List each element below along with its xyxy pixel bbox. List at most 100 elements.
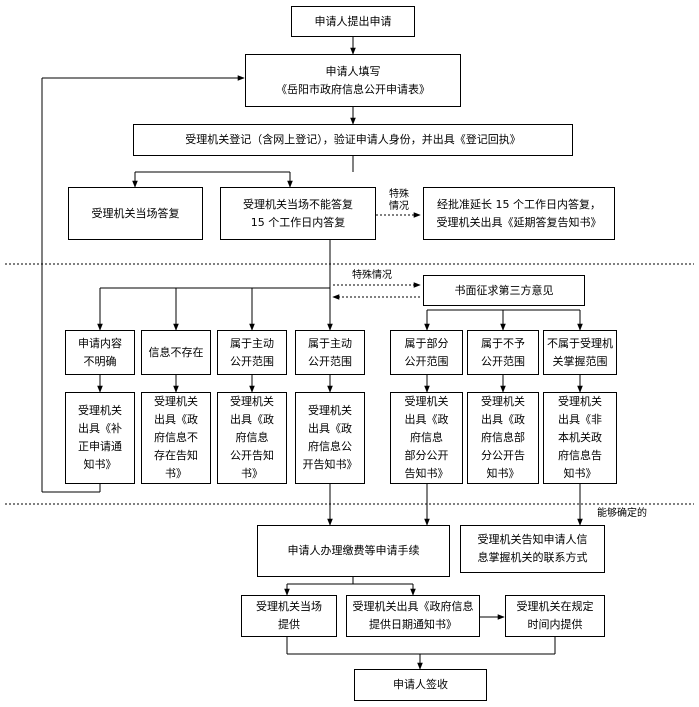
box-line: 部分公开 (404, 449, 449, 462)
box-line: 府信息不 (154, 431, 198, 444)
box-line: 不属于受理机 (547, 336, 613, 350)
box-line: 府信息 (410, 431, 443, 444)
box-line: 出具《政 (230, 413, 274, 426)
box-text: 申请人填写《岳阳市政府信息公开申请表》 (276, 63, 430, 99)
box-line: 申请人办理缴费等申请手续 (287, 544, 420, 557)
box-line: 提供 (278, 618, 300, 631)
box-line: 15 个工作日内答复 (250, 215, 346, 229)
date-notice-box: 受理机关出具《政府信息提供日期通知书》 (346, 595, 480, 637)
box-line: 出具《补 (78, 422, 122, 435)
box-line: 申请人签收 (393, 678, 448, 691)
box-line: 时间内提供 (527, 618, 583, 631)
not-disclosed-notice-box: 受理机关出具《政府信息部分公开告知书》 (467, 392, 539, 484)
box-text: 受理机关出具《政府信息部分公开告知书》 (481, 393, 525, 483)
box-line: 告知书》 (404, 467, 449, 480)
box-line: 书》 (165, 467, 187, 480)
box-line: 信息不存在 (148, 345, 204, 359)
unclear-content-head: 申请内容不明确 (65, 330, 135, 375)
box-text: 书面征求第三方意见 (455, 282, 554, 300)
box-line: 不明确 (83, 354, 117, 368)
box-text: 受理机关当场答复 (92, 205, 180, 223)
not-disclosed-head: 属于不予公开范围 (467, 330, 539, 375)
box-text: 属于主动公开范围 (230, 335, 274, 371)
box-text: 经批准延长 15 个工作日内答复，受理机关出具《延期答复告知书》 (437, 196, 602, 232)
box-line: 正申请通 (78, 440, 122, 453)
box-line: 分公开告 (481, 449, 525, 462)
box-text: 受理机关出具《政府信息不存在告知书》 (154, 393, 198, 483)
box-text: 申请人签收 (393, 676, 448, 694)
box-line: 申请人提出申请 (314, 14, 392, 28)
box-line: 受理机关出具《政府信息 (352, 600, 474, 613)
box-line: 受理机关 (154, 395, 198, 408)
box-text: 受理机关当场提供 (256, 598, 322, 634)
reply-onsite-box: 受理机关当场答复 (68, 187, 203, 240)
box-line: 受理机关在规定 (516, 600, 594, 613)
box-line: 受理机关 (481, 395, 525, 408)
box-text: 受理机关出具《政府信息部分公开告知书》 (405, 393, 449, 483)
box-line: 关掌握范围 (552, 354, 608, 368)
box-line: 息掌握机关的联系方式 (477, 551, 588, 564)
box-line: 府信息部 (481, 431, 525, 444)
box-text: 申请内容不明确 (78, 335, 122, 371)
fill-form-box: 申请人填写《岳阳市政府信息公开申请表》 (245, 54, 461, 107)
box-line: 属于部分 (404, 336, 449, 350)
box-line: 公开范围 (308, 354, 352, 368)
box-line: 知书》 (563, 467, 597, 480)
box-line: 出具《政 (308, 422, 352, 435)
box-line: 出具《政 (481, 413, 525, 426)
can-determine-label: 能够确定的 (597, 508, 647, 519)
box-line: 公开范围 (230, 354, 274, 368)
box-text: 申请人办理缴费等申请手续 (288, 542, 420, 560)
not-exist-head: 信息不存在 (141, 330, 211, 375)
active-scope-head-1: 属于主动公开范围 (217, 330, 287, 375)
box-line: 属于不予 (481, 336, 525, 350)
box-line: 书》 (241, 467, 263, 480)
box-text: 受理机关在规定时间内提供 (517, 598, 594, 634)
box-text: 不属于受理机关掌握范围 (547, 335, 613, 371)
box-line: 知书》 (486, 467, 520, 480)
public-notice-box-2: 受理机关出具《政府信息公开告知书》 (295, 392, 365, 484)
box-line: 公开范围 (481, 354, 525, 368)
box-line: 受理机关出具《延期答复告知书》 (436, 215, 602, 229)
out-of-scope-head: 不属于受理机关掌握范围 (543, 330, 617, 375)
box-line: 申请人填写 (325, 64, 381, 78)
box-line: 知书》 (83, 458, 117, 471)
box-line: 本机关政 (558, 431, 602, 444)
box-line: 公开告知 (230, 449, 274, 462)
partial-public-notice-box: 受理机关出具《政府信息部分公开告知书》 (390, 392, 463, 484)
sign-receipt-box: 申请人签收 (354, 669, 487, 701)
box-line: 公开范围 (404, 354, 449, 368)
box-line: 《岳阳市政府信息公开申请表》 (276, 82, 430, 96)
public-notice-box-1: 受理机关出具《政府信息公开告知书》 (217, 392, 287, 484)
box-line: 属于主动 (230, 336, 274, 350)
box-text: 属于主动公开范围 (308, 335, 352, 371)
fee-procedure-box: 申请人办理缴费等申请手续 (257, 525, 450, 577)
box-line: 出具《政 (154, 413, 198, 426)
box-text: 受理机关登记（含网上登记），验证申请人身份，并出具《登记回执》 (185, 131, 521, 149)
box-text: 受理机关当场不能答复 15 个工作日内答复 (243, 196, 353, 232)
box-text: 受理机关出具《非本机关政府信息告知书》 (558, 393, 602, 483)
extension-box: 经批准延长 15 个工作日内答复，受理机关出具《延期答复告知书》 (423, 187, 615, 240)
box-line: 受理机关当场不能答复 (243, 197, 353, 211)
reply-15days-box: 受理机关当场不能答复 15 个工作日内答复 (220, 187, 376, 240)
box-line: 受理机关 (230, 395, 274, 408)
box-text: 受理机关告知申请人信息掌握机关的联系方式 (478, 531, 588, 567)
special-case-label-2: 特殊情况 (352, 270, 392, 281)
box-line: 出具《非 (558, 413, 602, 426)
box-line: 受理机关登记（含网上登记），验证申请人身份，并出具《登记回执》 (185, 133, 521, 146)
box-line: 提供日期通知书》 (369, 618, 457, 631)
box-line: 受理机关告知申请人信 (477, 533, 588, 546)
box-text: 申请人提出申请 (315, 13, 392, 31)
box-line: 府信息告 (558, 449, 602, 462)
not-exist-notice-box: 受理机关出具《政府信息不存在告知书》 (141, 392, 211, 484)
special-case-label-1: 特殊 情况 (389, 189, 409, 212)
box-line: 存在告知 (154, 449, 198, 462)
provide-onsite-box: 受理机关当场提供 (241, 595, 337, 637)
box-line: 受理机关 (308, 404, 352, 417)
box-line: 申请内容 (78, 336, 122, 350)
box-line: 受理机关 (558, 395, 602, 408)
active-scope-head-2: 属于主动公开范围 (295, 330, 365, 375)
box-line: 书面征求第三方意见 (454, 283, 554, 297)
box-line: 开告知书》 (302, 458, 358, 471)
